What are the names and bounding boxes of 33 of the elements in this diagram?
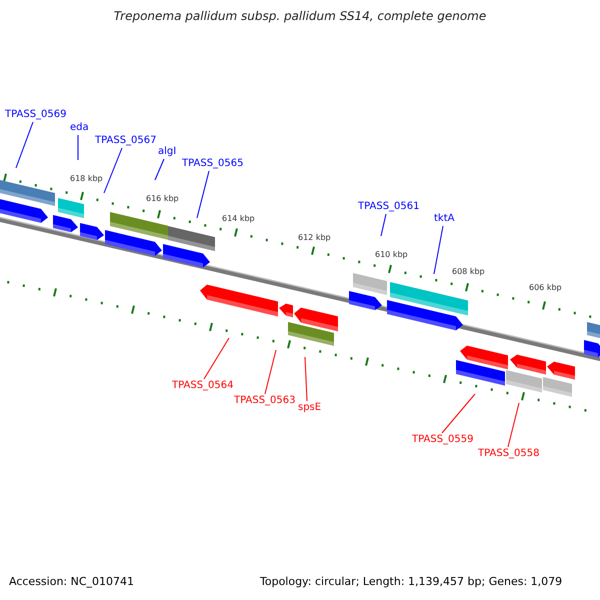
gene-label: spsE <box>298 402 322 414</box>
gene-label: TPASS_0564 <box>172 380 234 392</box>
scale-label: 618 kbp <box>70 173 103 185</box>
scale-label: 610 kbp <box>375 249 408 261</box>
gene-label: tktA <box>434 213 454 225</box>
gene-label: eda <box>70 122 89 134</box>
gene-label: TPASS_0561 <box>358 201 420 213</box>
scale-label: 616 kbp <box>146 193 179 205</box>
leader-line <box>380 214 386 236</box>
accession-text: Accession: NC_010741 <box>9 576 134 588</box>
gene-label: TPASS_0565 <box>182 158 244 170</box>
gene-label: TPASS_0558 <box>478 448 540 460</box>
gene-label: TPASS_0569 <box>5 109 66 121</box>
title: Treponema pallidum subsp. pallidum SS14, complete genome <box>112 10 488 22</box>
scale-label: 612 kbp <box>298 232 331 244</box>
leader-line <box>434 226 444 274</box>
gene-label: TPASS_0559 <box>412 434 474 446</box>
gene-label: TPASS_0563 <box>234 395 296 407</box>
leader-line <box>154 158 164 180</box>
leader-line <box>196 170 210 218</box>
gene-label: algI <box>158 146 176 158</box>
leader-line <box>442 394 476 434</box>
gene-label: TPASS_0567 <box>95 135 156 147</box>
scale-label: 606 kbp <box>529 282 562 294</box>
scale-label: 608 kbp <box>452 266 485 278</box>
leader-line <box>16 122 34 168</box>
leader-line <box>304 356 308 402</box>
leader-line <box>104 148 122 194</box>
leader-line <box>508 402 520 448</box>
leader-line <box>264 350 276 394</box>
genome-stats-text: Topology: circular; Length: 1,139,457 bp; Genes: 1,079 <box>260 576 562 588</box>
scale-label: 614 kbp <box>222 213 255 225</box>
leader-line <box>204 338 230 380</box>
